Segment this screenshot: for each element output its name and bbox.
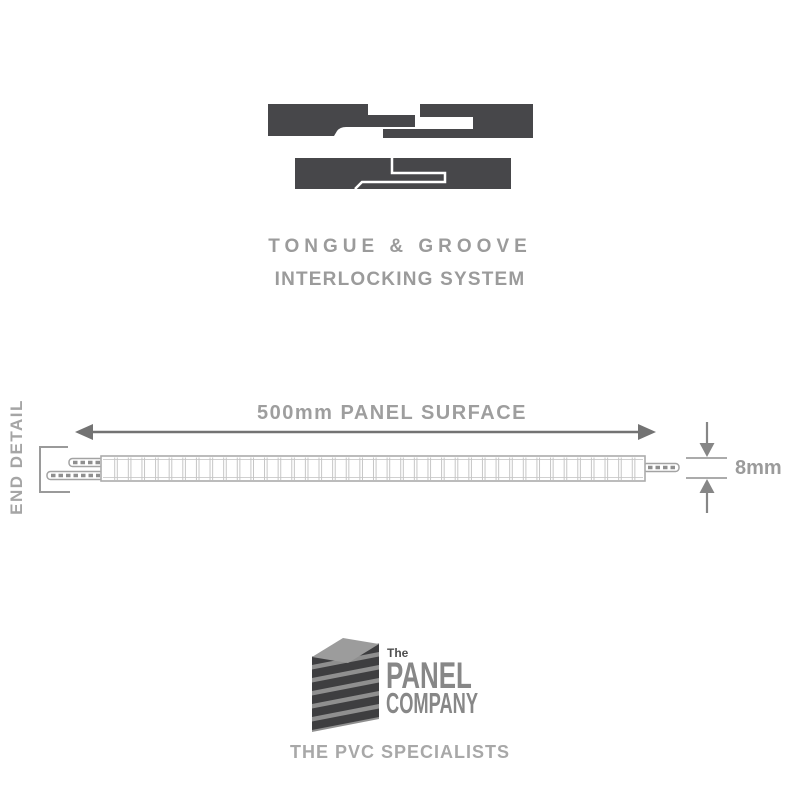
end-detail-label: END DETAIL xyxy=(7,399,26,515)
title-tongue-groove: TONGUE & GROOVE xyxy=(268,236,532,257)
title-interlocking-system: INTERLOCKING SYSTEM xyxy=(274,269,526,290)
end-detail-bracket xyxy=(39,446,70,493)
logo-brand-panel: PANEL xyxy=(386,655,472,696)
thickness-dimension-arrows xyxy=(686,422,727,513)
logo-tagline: THE PVC SPECIALISTS xyxy=(289,742,511,762)
logo-brand-the: The xyxy=(387,646,409,660)
panel-cell-dividers xyxy=(114,457,636,480)
separated-left-panel xyxy=(268,104,415,136)
surface-dimension-label: 500mm PANEL SURFACE xyxy=(256,402,528,424)
arrowhead-down xyxy=(699,443,715,457)
thickness-dimension-label: 8mm xyxy=(735,457,782,479)
separated-right-panel xyxy=(383,104,533,138)
surface-dimension-arrow xyxy=(75,424,656,440)
logo-brand-company: COMPANY xyxy=(386,688,479,720)
tongue-groove-separated-icon xyxy=(268,104,533,138)
stacked-panels-icon xyxy=(312,638,379,732)
arrowhead-left xyxy=(75,424,93,440)
arrowhead-right xyxy=(638,424,656,440)
tongue-groove-joined-icon xyxy=(295,158,511,190)
arrowhead-up xyxy=(699,479,715,493)
panel-cross-section xyxy=(46,455,680,482)
